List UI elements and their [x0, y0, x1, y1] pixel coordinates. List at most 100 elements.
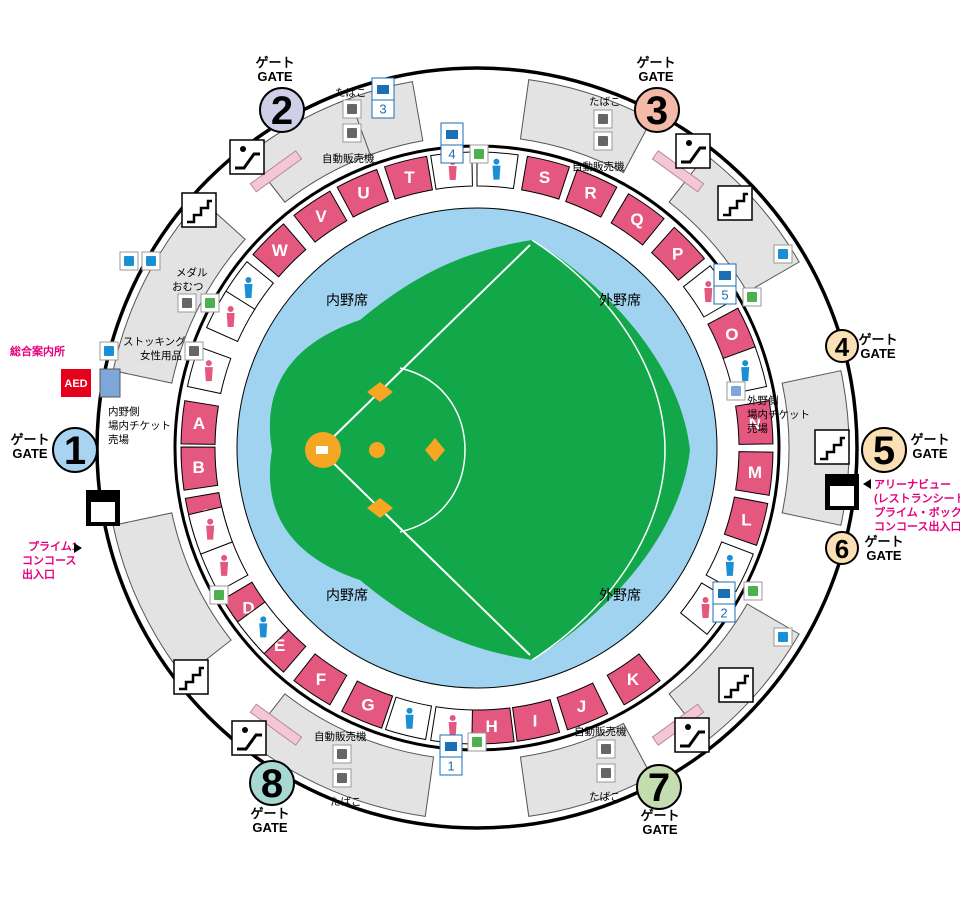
- vending-icon: [184, 341, 204, 361]
- restroom-figure: [448, 721, 457, 736]
- concourse-segment: [112, 198, 246, 384]
- gate-kana: ゲート: [864, 534, 903, 549]
- icon-glyph: [104, 346, 114, 356]
- icon-glyph: [124, 256, 134, 266]
- icon-glyph: [474, 149, 484, 159]
- icon-glyph: [472, 737, 482, 747]
- icon-glyph: [601, 744, 611, 754]
- atm-num-frame: [440, 144, 464, 164]
- restroom-figure: [741, 367, 750, 382]
- restroom-figure: [725, 561, 734, 576]
- icon-glyph: [748, 586, 758, 596]
- phone-icon: [200, 293, 220, 313]
- vending-label-gate2: 自動販売機: [322, 152, 375, 165]
- escalator-glyph: [681, 146, 706, 164]
- restroom-figure: [492, 165, 501, 180]
- atm-num-frame: [713, 285, 737, 305]
- atm-icon: 3: [371, 77, 395, 119]
- seat-block-label: G: [361, 695, 374, 714]
- infield-label-top: 内野席: [326, 292, 368, 308]
- gate-circle: [259, 87, 305, 133]
- phone-icon: [467, 732, 487, 752]
- atm-num-frame: [371, 99, 395, 119]
- male-restroom-icon: [493, 158, 500, 165]
- seat-block-p: [650, 226, 706, 281]
- baby-bottle-icon: [726, 381, 746, 401]
- gate-number: 1: [64, 429, 86, 473]
- outfield-ticket-label-3: 売場: [747, 422, 768, 435]
- atm-glyph: [719, 271, 731, 280]
- escalator-glyph: [237, 733, 262, 751]
- escalator-glyph: [235, 152, 260, 170]
- gate-number: 7: [648, 766, 670, 810]
- elevator-door: [830, 486, 854, 506]
- gate-en: GATE: [866, 548, 901, 563]
- atm-glyph: [377, 85, 389, 94]
- arena-view-arrow-icon: [863, 479, 871, 489]
- seat-block-label: B: [193, 458, 205, 477]
- phone-icon: [742, 287, 762, 307]
- seat-block-r: [565, 168, 618, 218]
- atm-num-frame: [439, 756, 463, 776]
- phone-icon: [469, 144, 489, 164]
- seat-block-s: [521, 155, 571, 200]
- icon-glyph: [347, 104, 357, 114]
- prime1-label-3: 出入口: [22, 567, 55, 581]
- vending-label-gate3: 自動販売機: [572, 160, 625, 173]
- gate-number: 8: [261, 762, 283, 806]
- seat-block-label: U: [357, 184, 369, 203]
- stairs-icon: [717, 185, 753, 221]
- icon-glyph: [337, 773, 347, 783]
- seat-block-k: [606, 653, 661, 706]
- escalator-icon: [229, 139, 265, 175]
- escalator-person: [242, 727, 248, 733]
- seat-block-label: W: [272, 241, 289, 260]
- escalator-person: [240, 146, 246, 152]
- accessible-icon: [141, 251, 161, 271]
- restroom-figure: [701, 604, 710, 619]
- atm-glyph: [718, 589, 730, 598]
- male-restroom-icon: [406, 707, 413, 714]
- seat-block-label: Q: [630, 210, 643, 229]
- arena-view-label-3: プライム・ボックス: [874, 505, 960, 519]
- infield-arc: [399, 367, 466, 533]
- vending-icon: [593, 131, 613, 151]
- gate-circle: [636, 764, 682, 810]
- elevator-door: [91, 502, 115, 522]
- outfield-line: [531, 239, 666, 661]
- seat-block-label: S: [539, 168, 550, 187]
- seat-block-n: [735, 400, 774, 445]
- restroom-figure: [704, 287, 713, 302]
- restroom-figure: [220, 561, 229, 576]
- arena-view-label-4: コンコース出入口: [874, 519, 960, 533]
- seat-block-label: R: [584, 184, 596, 203]
- icon-glyph: [778, 249, 788, 259]
- seat-block-label: E: [274, 636, 285, 655]
- atm-glyph: [445, 742, 457, 751]
- gate-en: GATE: [912, 446, 947, 461]
- arena-view-label-2: (レストランシート): [874, 492, 960, 505]
- seat-block-label: V: [315, 207, 327, 226]
- arena-view-label-1: アリーナビュー: [874, 477, 951, 491]
- restroom-figure: [405, 714, 414, 729]
- female-restroom-icon: [205, 360, 212, 367]
- icon-glyph: [337, 749, 347, 759]
- atm-icon: 1: [439, 734, 463, 776]
- field-grass: [269, 240, 690, 660]
- seat-block-w: [252, 223, 307, 278]
- seat-block-f: [293, 653, 348, 706]
- seat-block-label: I: [533, 711, 538, 730]
- seat-block-t: [383, 155, 433, 200]
- gate-en: GATE: [638, 69, 673, 84]
- seat-block-v: [293, 190, 348, 243]
- ramp: [249, 150, 303, 193]
- icon-glyph: [601, 768, 611, 778]
- atm-icon: 2: [712, 581, 736, 623]
- stairs-glyph: [723, 192, 748, 217]
- accessible-icon: [773, 627, 793, 647]
- icon-glyph: [598, 136, 608, 146]
